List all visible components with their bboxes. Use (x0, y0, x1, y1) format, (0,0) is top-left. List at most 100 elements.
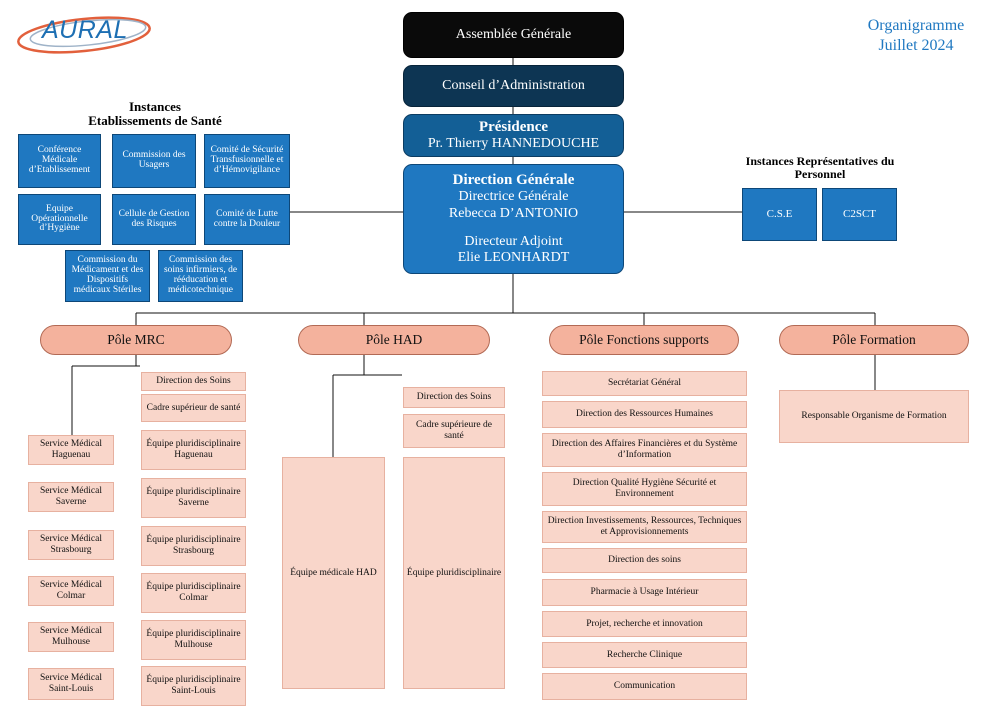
direction-des-soins[interactable]: Direction des soins (542, 548, 747, 573)
direction-generale-title: Direction Générale (452, 172, 575, 189)
pole-label: Pôle Formation (832, 332, 916, 347)
logo-swoosh-icon (17, 16, 151, 54)
pole-label: Pôle MRC (107, 332, 165, 347)
equipe-pluri-colmar[interactable]: Équipe pluridisciplinaire Colmar (141, 573, 246, 613)
service-medical-saverne[interactable]: Service Médical Saverne (28, 482, 114, 512)
had-cadre-superieure[interactable]: Cadre supérieure de santé (403, 414, 505, 448)
service-medical-saint-louis[interactable]: Service Médical Saint-Louis (28, 668, 114, 700)
box-label: Équipe pluridisciplinaire Strasbourg (146, 535, 241, 556)
box-label: Service Médical Saint-Louis (40, 673, 102, 694)
pharmacie-usage-interieur[interactable]: Pharmacie à Usage Intérieur (542, 579, 747, 606)
mrc-direction-soins[interactable]: Direction des Soins (141, 372, 246, 391)
communication[interactable]: Communication (542, 673, 747, 700)
instance-label: Equipe Opérationnelle d’Hygiène (31, 203, 88, 234)
directrice-generale-role: Directrice Générale (458, 189, 569, 205)
presidence-name: Pr. Thierry HANNEDOUCHE (427, 136, 600, 152)
pole-mrc[interactable]: Pôle MRC (40, 325, 232, 355)
box-label: Communication (613, 681, 676, 692)
conseil-administration-box[interactable]: Conseil d’Administration (403, 65, 624, 107)
equipe-pluri-haguenau[interactable]: Équipe pluridisciplinaire Haguenau (141, 430, 246, 470)
box-label: Secrétariat Général (607, 378, 682, 389)
instance-cme[interactable]: Conférence Médicale d’Etablissement (18, 134, 101, 188)
box-label: Direction des soins (608, 555, 681, 566)
instances-personnel-title2: Personnel (794, 166, 846, 181)
instance-cse[interactable]: C.S.E (742, 188, 817, 241)
date-line: Juillet 2024 (878, 37, 954, 54)
box-label: Service Médical Saverne (40, 486, 102, 507)
pole-formation[interactable]: Pôle Formation (779, 325, 969, 355)
equipe-pluri-mulhouse[interactable]: Équipe pluridisciplinaire Mulhouse (141, 620, 246, 660)
instance-label: C.S.E (766, 207, 793, 220)
secretariat-general[interactable]: Secrétariat Général (542, 371, 747, 396)
instance-c2sct[interactable]: C2SCT (822, 188, 897, 241)
direction-generale-box[interactable]: Direction Générale Directrice Générale R… (403, 164, 624, 274)
presidence-box[interactable]: Présidence Pr. Thierry HANNEDOUCHE (403, 114, 624, 157)
box-label: Équipe pluridisciplinaire Mulhouse (146, 629, 241, 650)
direction-investissements[interactable]: Direction Investissements, Ressources, T… (542, 511, 747, 543)
instance-label: Comité de Lutte contre la Douleur (213, 208, 281, 229)
instances-sante-heading: Instances Etablissements de Santé (40, 100, 270, 127)
had-equipe-medicale[interactable]: Équipe médicale HAD (282, 457, 385, 689)
service-medical-haguenau[interactable]: Service Médical Haguenau (28, 435, 114, 465)
title-line: Organigramme (867, 17, 965, 34)
pole-label: Pôle HAD (365, 332, 423, 347)
equipe-pluri-saverne[interactable]: Équipe pluridisciplinaire Saverne (141, 478, 246, 518)
service-medical-mulhouse[interactable]: Service Médical Mulhouse (28, 622, 114, 652)
assemblee-generale-box[interactable]: Assemblée Générale (403, 12, 624, 58)
presidence-title: Présidence (478, 118, 549, 135)
instances-sante-title1: Instances (128, 99, 181, 114)
directrice-generale-name: Rebecca D’ANTONIO (448, 205, 579, 221)
equipe-pluri-saint-louis[interactable]: Équipe pluridisciplinaire Saint-Louis (141, 666, 246, 706)
instance-commission-soins-infirmiers[interactable]: Commission des soins infirmiers, de rééd… (158, 250, 243, 302)
box-label: Direction des Affaires Financières et du… (551, 439, 738, 460)
box-label: Service Médical Strasbourg (40, 534, 102, 555)
direction-qualite[interactable]: Direction Qualité Hygiène Sécurité et En… (542, 472, 747, 506)
aural-logo: AURAL (12, 10, 160, 58)
instance-comite-securite-transfusionnelle[interactable]: Comité de Sécurité Transfusionnelle et d… (204, 134, 290, 188)
assemblee-generale-label: Assemblée Générale (455, 27, 572, 42)
box-label: Recherche Clinique (606, 649, 683, 660)
service-medical-colmar[interactable]: Service Médical Colmar (28, 576, 114, 606)
box-label: Équipe pluridisciplinaire (406, 567, 502, 578)
box-label: Équipe pluridisciplinaire Saverne (146, 487, 241, 508)
equipe-pluri-strasbourg[interactable]: Équipe pluridisciplinaire Strasbourg (141, 526, 246, 566)
box-label: Direction Investissements, Ressources, T… (547, 516, 742, 537)
pole-fonctions-supports[interactable]: Pôle Fonctions supports (549, 325, 739, 355)
had-direction-soins[interactable]: Direction des Soins (403, 387, 505, 408)
box-label: Pharmacie à Usage Intérieur (590, 587, 699, 598)
mrc-cadre-superieur[interactable]: Cadre supérieur de santé (141, 394, 246, 422)
instance-label: Cellule de Gestion des Risques (118, 208, 190, 229)
box-label: Équipe pluridisciplinaire Saint-Louis (146, 675, 241, 696)
instance-commission-usagers[interactable]: Commission des Usagers (112, 134, 196, 188)
instance-equipe-hygiene[interactable]: Equipe Opérationnelle d’Hygiène (18, 194, 101, 245)
instance-label: Commission du Médicament et des Disposit… (71, 255, 144, 295)
instance-cellule-risques[interactable]: Cellule de Gestion des Risques (112, 194, 196, 245)
instance-label: Commission des soins infirmiers, de rééd… (163, 255, 238, 295)
box-label: Service Médical Colmar (40, 580, 102, 601)
instance-commission-medicament[interactable]: Commission du Médicament et des Disposit… (65, 250, 150, 302)
recherche-clinique[interactable]: Recherche Clinique (542, 642, 747, 668)
service-medical-strasbourg[interactable]: Service Médical Strasbourg (28, 530, 114, 560)
pole-label: Pôle Fonctions supports (579, 332, 709, 347)
box-label: Responsable Organisme de Formation (801, 411, 947, 422)
box-label: Direction des Soins (156, 376, 231, 387)
box-label: Cadre supérieur de santé (146, 402, 241, 413)
direction-affaires-financieres[interactable]: Direction des Affaires Financières et du… (542, 433, 747, 467)
instance-label: C2SCT (842, 207, 876, 220)
instance-label: Conférence Médicale d’Etablissement (28, 145, 91, 175)
box-label: Service Médical Haguenau (40, 439, 102, 460)
projet-recherche-innovation[interactable]: Projet, recherche et innovation (542, 611, 747, 637)
pole-had[interactable]: Pôle HAD (298, 325, 490, 355)
had-equipe-pluridisciplinaire[interactable]: Équipe pluridisciplinaire (403, 457, 505, 689)
box-label: Direction des Soins (416, 392, 492, 403)
directeur-adjoint-name: Elie LEONHARDT (457, 249, 570, 265)
instance-label: Commission des Usagers (122, 150, 186, 170)
box-label: Direction Qualité Hygiène Sécurité et En… (572, 478, 717, 499)
conseil-administration-label: Conseil d’Administration (442, 78, 585, 93)
direction-ressources-humaines[interactable]: Direction des Ressources Humaines (542, 401, 747, 428)
responsable-organisme-formation[interactable]: Responsable Organisme de Formation (779, 390, 969, 443)
directeur-adjoint-role: Directeur Adjoint (464, 233, 563, 249)
instance-comite-douleur[interactable]: Comité de Lutte contre la Douleur (204, 194, 290, 245)
box-label: Projet, recherche et innovation (586, 618, 703, 629)
